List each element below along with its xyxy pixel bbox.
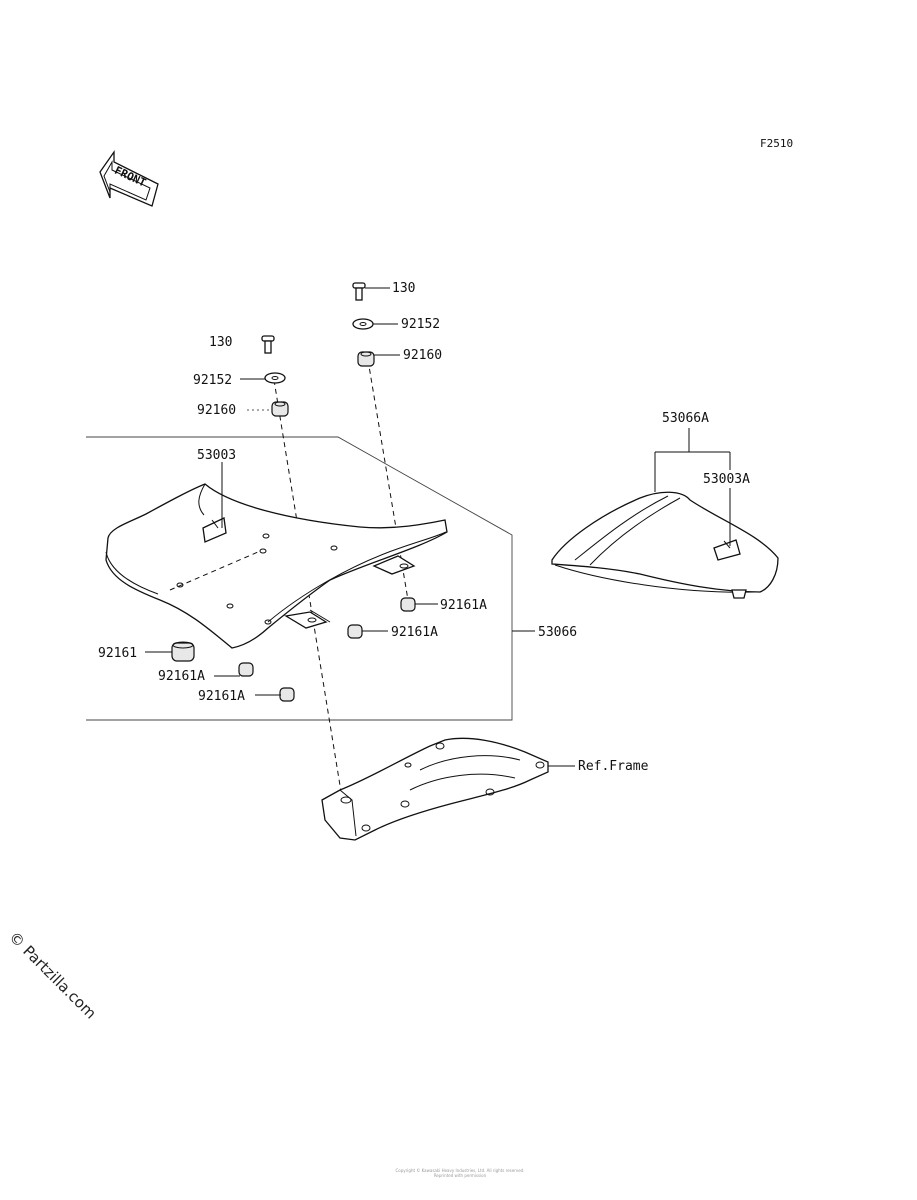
damper-fl-upper-icon — [238, 662, 254, 677]
footer-line-2: Reprinted with permission — [433, 1173, 487, 1178]
leader-lines — [145, 287, 731, 767]
damper-rr-lower-icon — [347, 624, 363, 639]
label-seat-front: 53003 — [197, 448, 236, 463]
rear-seat-illustration — [551, 491, 779, 599]
collar-left-icon — [264, 372, 286, 384]
label-damper-fl-lower: 92161A — [198, 689, 245, 704]
label-damper-rr-lower: 92161A — [391, 625, 438, 640]
seat-assembly-outline — [86, 436, 513, 721]
front-seat-illustration — [105, 483, 448, 649]
collar-right-icon — [352, 318, 374, 330]
label-collar-left: 92152 — [193, 373, 232, 388]
label-damper-front: 92161 — [98, 646, 137, 661]
footer-line-1: Copyright © Kawasaki Heavy Industries, L… — [395, 1168, 525, 1173]
front-arrow-icon: FRONT — [99, 149, 159, 207]
damper-fl-lower-icon — [279, 687, 295, 702]
label-damper-rr-upper: 92161A — [440, 598, 487, 613]
label-bolt-left: 130 — [209, 335, 232, 350]
damper-right-icon — [357, 351, 375, 367]
footer-copyright: Copyright © Kawasaki Heavy Industries, L… — [330, 1168, 590, 1178]
label-bolt-right: 130 — [392, 281, 415, 296]
damper-front-icon — [171, 641, 195, 662]
bolt-right-icon — [352, 282, 366, 301]
frame-illustration — [321, 737, 549, 841]
figure-code: F2510 — [760, 137, 793, 150]
label-seat-rear: 53003A — [703, 472, 750, 487]
damper-rr-upper-icon — [400, 597, 416, 612]
label-collar-right: 92152 — [401, 317, 440, 332]
label-damper-left: 92160 — [197, 403, 236, 418]
bolt-left-icon — [261, 335, 275, 354]
label-seat-assy: 53066 — [538, 625, 577, 640]
damper-left-icon — [271, 401, 289, 417]
label-frame-ref: Ref.Frame — [578, 759, 649, 774]
label-damper-right: 92160 — [403, 348, 442, 363]
label-damper-fl-upper: 92161A — [158, 669, 205, 684]
label-seat-rear-assy: 53066A — [662, 411, 709, 426]
